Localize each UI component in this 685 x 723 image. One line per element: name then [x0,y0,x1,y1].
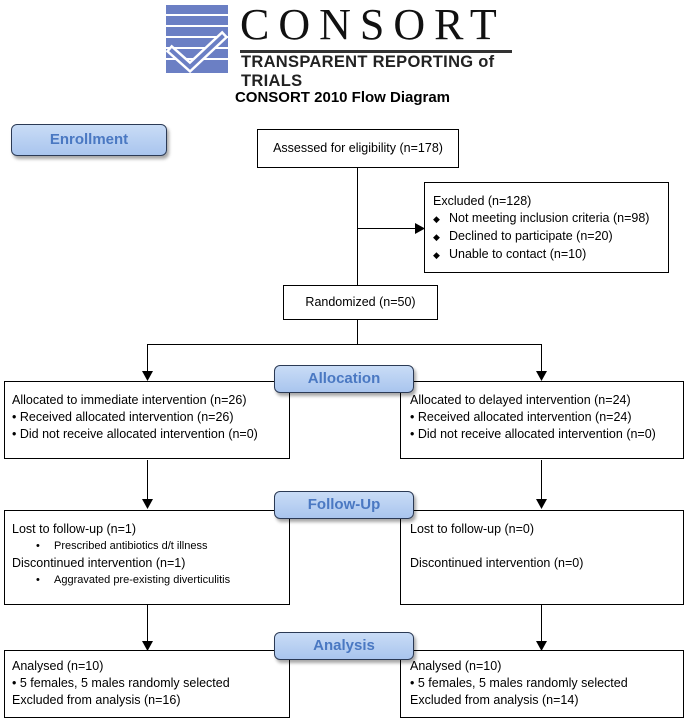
analysis-left-excluded: Excluded from analysis (n=16) [12,693,181,707]
connector-line [357,167,358,285]
followup-left-discontinued-reason: •Aggravated pre-existing diverticulitis [12,572,289,589]
stage-followup: Follow-Up [274,491,414,519]
followup-left-discontinued: Discontinued intervention (n=1) [12,556,186,570]
followup-right-discontinued: Discontinued intervention (n=0) [410,556,584,570]
excluded-item: ◆Declined to participate (n=20) [433,228,668,246]
consort-logo-icon [166,5,228,73]
assessed-text: Assessed for eligibility (n=178) [273,141,443,155]
bullet-icon: • [36,574,40,586]
followup-right-lost: Lost to follow-up (n=0) [410,522,535,536]
stage-enrollment: Enrollment [11,124,167,156]
allocation-left-item: • Received allocated intervention (n=26) [12,410,234,424]
excluded-box: Excluded (n=128) ◆Not meeting inclusion … [424,182,669,273]
followup-left-lost-reason: •Prescribed antibiotics d/t illness [12,538,289,555]
connector-line [541,460,542,500]
excluded-heading: Excluded (n=128) [433,194,532,208]
randomized-text: Randomized (n=50) [305,295,416,309]
followup-right-box: Lost to follow-up (n=0) Discontinued int… [400,510,684,605]
bullet-icon: • [36,540,40,552]
analysis-right-detail: • 5 females, 5 males randomly selected [410,676,628,690]
arrow-head [142,499,153,509]
excluded-item: ◆Unable to contact (n=10) [433,246,668,264]
connector-line [541,604,542,642]
randomized-box: Randomized (n=50) [283,285,438,320]
arrow-head [415,223,425,234]
connector-line [147,460,148,500]
logo-divider [240,50,512,53]
page-title: CONSORT 2010 Flow Diagram [234,89,451,106]
analysis-right-excluded: Excluded from analysis (n=14) [410,693,579,707]
arrow-head [142,641,153,651]
followup-left-box: Lost to follow-up (n=1) •Prescribed anti… [4,510,290,605]
arrow-head [142,371,153,381]
connector-line [147,604,148,642]
logo-tagline: TRANSPARENT REPORTING of TRIALS [241,53,495,90]
allocation-right-heading: Allocated to delayed intervention (n=24) [410,393,631,407]
analysis-right-box: Analysed (n=10) • 5 females, 5 males ran… [400,650,684,718]
excluded-item: ◆Not meeting inclusion criteria (n=98) [433,210,668,228]
allocation-right-item: • Received allocated intervention (n=24) [410,410,632,424]
assessed-box: Assessed for eligibility (n=178) [257,129,459,168]
spacer [410,538,683,555]
allocation-left-box: Allocated to immediate intervention (n=2… [4,381,290,459]
connector-line [357,319,358,345]
followup-left-lost: Lost to follow-up (n=1) [12,522,137,536]
arrow-head [536,371,547,381]
connector-line [147,344,542,345]
diamond-bullet-icon: ◆ [433,250,440,260]
allocation-left-heading: Allocated to immediate intervention (n=2… [12,393,247,407]
stage-allocation: Allocation [274,365,414,393]
connector-line [147,344,148,372]
allocation-right-box: Allocated to delayed intervention (n=24)… [400,381,684,459]
consort-logo: CONSORT TRANSPARENT REPORTING of TRIALS [166,0,516,90]
analysis-left-detail: • 5 females, 5 males randomly selected [12,676,230,690]
connector-line [357,228,417,229]
arrow-head [536,499,547,509]
analysis-right-analysed: Analysed (n=10) [410,659,502,673]
stage-analysis: Analysis [274,632,414,660]
diamond-bullet-icon: ◆ [433,232,440,242]
allocation-right-item: • Did not receive allocated intervention… [410,427,656,441]
allocation-left-item: • Did not receive allocated intervention… [12,427,258,441]
analysis-left-analysed: Analysed (n=10) [12,659,104,673]
analysis-left-box: Analysed (n=10) • 5 females, 5 males ran… [4,650,290,718]
arrow-head [536,641,547,651]
diamond-bullet-icon: ◆ [433,214,440,224]
connector-line [541,344,542,372]
logo-wordmark: CONSORT [240,0,506,49]
